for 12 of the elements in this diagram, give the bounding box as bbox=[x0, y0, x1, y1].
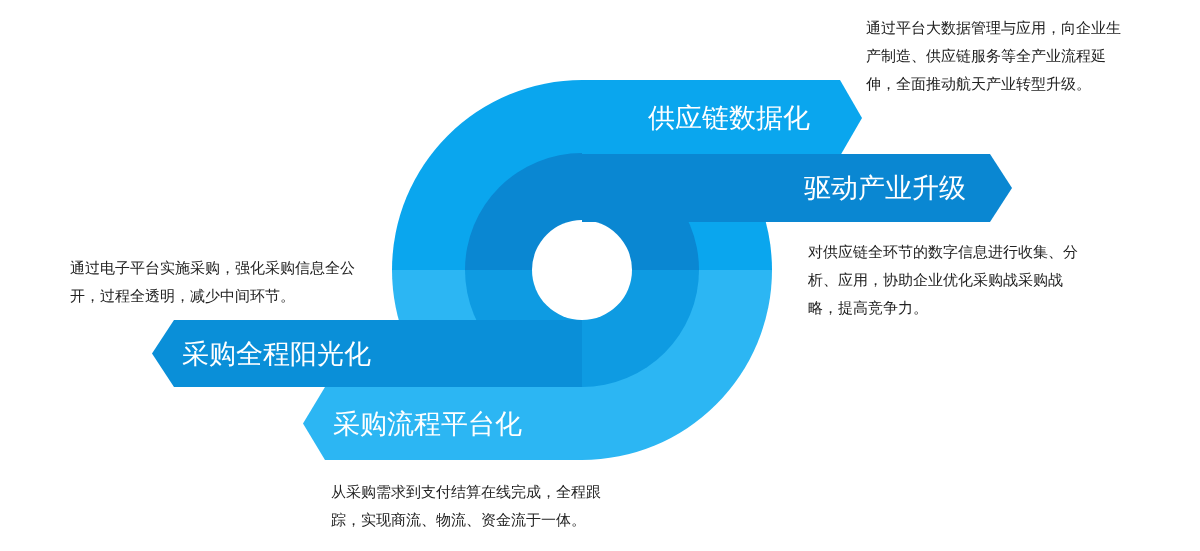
arrow-band bbox=[303, 387, 582, 460]
band-title: 采购全程阳光化 bbox=[182, 336, 371, 371]
arrow-band bbox=[582, 154, 1012, 222]
arrow-band bbox=[582, 80, 862, 156]
description-text: 对供应链全环节的数字信息进行收集、分析、应用，协助企业优化采购战采购战略，提高竞争力。 bbox=[808, 242, 1079, 318]
description-text: 通过平台大数据管理与应用，向企业生产制造、供应链服务等全产业流程延伸，全面推动航天产业转型升级。 bbox=[866, 18, 1122, 94]
band-title: 驱动产业升级 bbox=[804, 171, 966, 205]
description-text: 从采购需求到支付结算在线完成，全程跟踪，实现商流、物流、资金流于一体。 bbox=[331, 482, 602, 530]
arrow-band bbox=[152, 320, 582, 387]
band-title: 采购流程平台化 bbox=[333, 406, 522, 441]
description-text: 通过电子平台实施采购，强化采购信息全公开，过程全透明，减少中间环节。 bbox=[70, 258, 356, 306]
band-title: 供应链数据化 bbox=[648, 101, 810, 135]
